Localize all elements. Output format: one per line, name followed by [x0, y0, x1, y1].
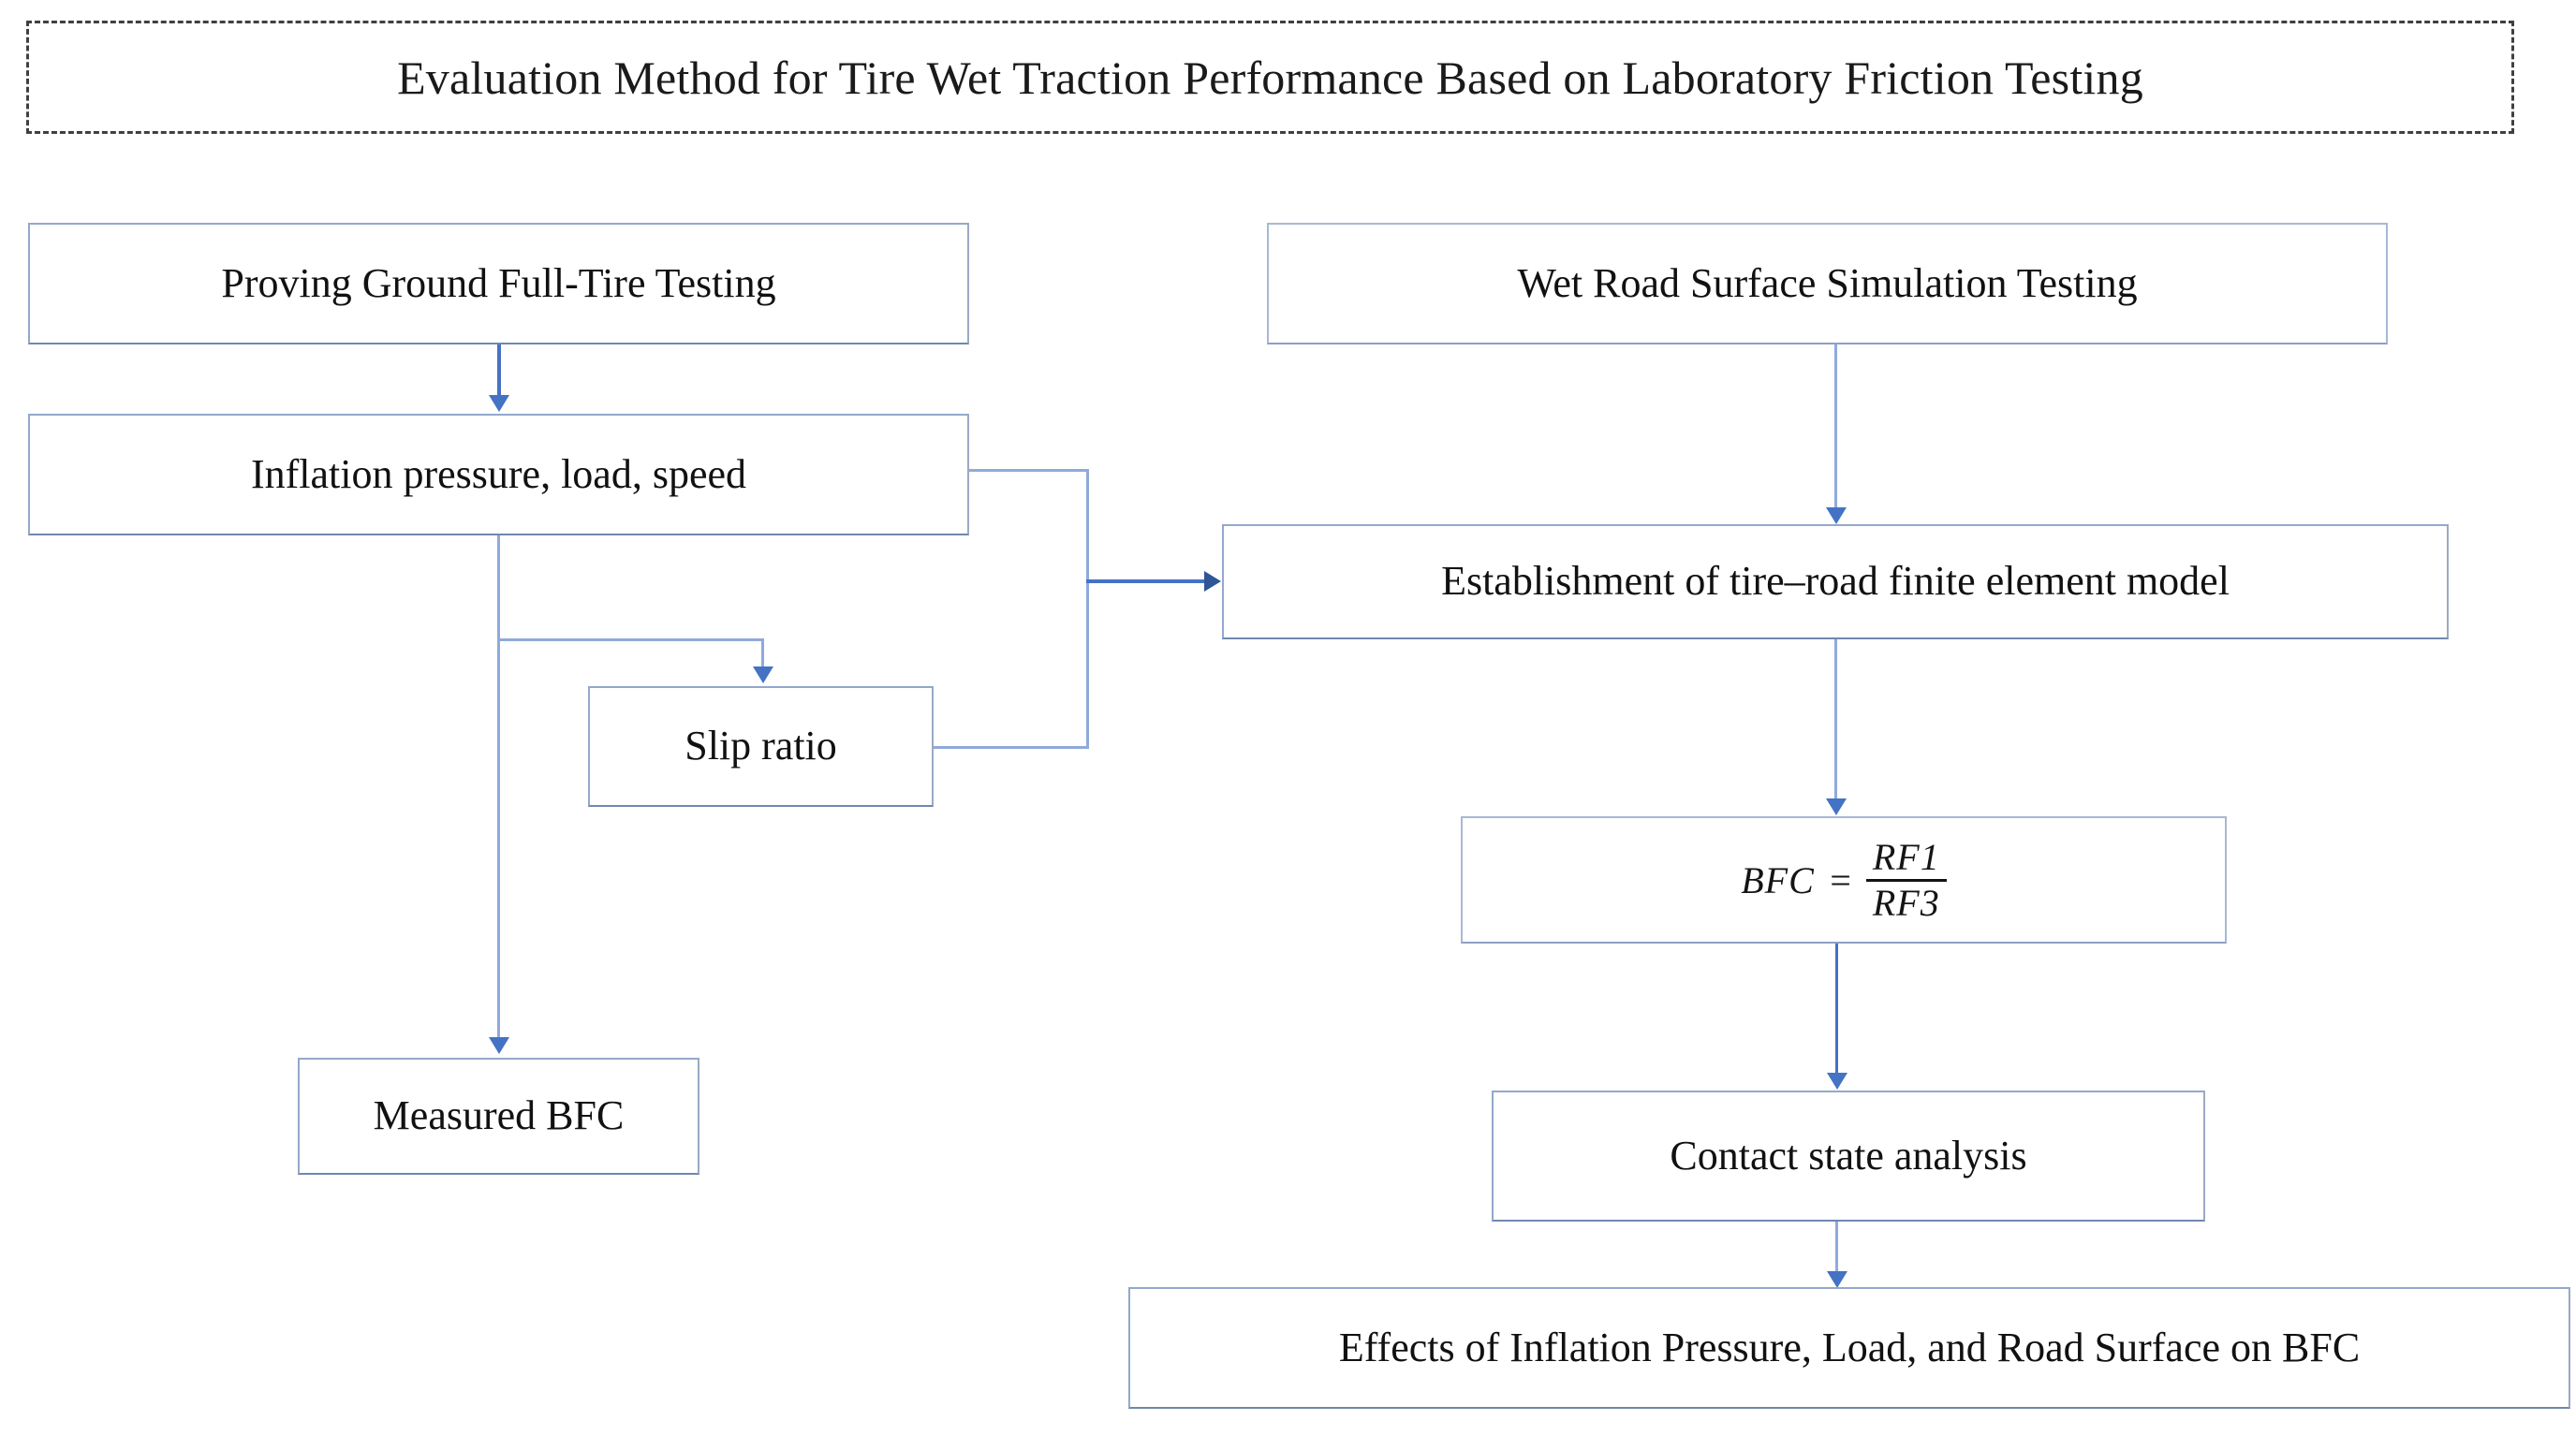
edge-inflation-to-slip-ratio-vertical [761, 638, 764, 668]
edge-inflation-to-trunk [969, 469, 1089, 472]
node-label: Contact state analysis [1670, 1132, 2027, 1179]
node-wet-road-surface-simulation-testing[interactable]: Wet Road Surface Simulation Testing [1267, 223, 2388, 344]
node-slip-ratio[interactable]: Slip ratio [588, 686, 934, 807]
formula-numerator: RF1 [1872, 835, 1940, 878]
node-label: Slip ratio [684, 723, 837, 769]
edge-inflation-to-slip-ratio-horizontal [497, 638, 764, 641]
diagram-title: Evaluation Method for Tire Wet Traction … [397, 51, 2143, 104]
bfc-equation: BFC = RF1 RF3 [1741, 835, 1947, 924]
formula-denominator: RF3 [1872, 881, 1940, 924]
formula-fraction: RF1 RF3 [1865, 835, 1947, 924]
arrowhead-measured-bfc-top [489, 1037, 509, 1054]
edge-bfc-formula-to-contact-state [1835, 944, 1838, 1075]
edge-trunk-to-fe-model [1086, 579, 1206, 583]
node-establishment-of-tire-road-finite-element-model[interactable]: Establishment of tire–road finite elemen… [1222, 524, 2449, 639]
edge-inflation-to-measured-bfc [497, 535, 500, 1039]
arrowhead-fe-model-top [1826, 507, 1847, 524]
node-effects-of-inflation-pressure-load-road-surface-on-bfc[interactable]: Effects of Inflation Pressure, Load, and… [1128, 1287, 2570, 1409]
node-label: Effects of Inflation Pressure, Load, and… [1338, 1324, 2361, 1370]
node-contact-state-analysis[interactable]: Contact state analysis [1492, 1091, 2205, 1222]
node-label: Establishment of tire–road finite elemen… [1441, 558, 2230, 605]
node-label: Proving Ground Full-Tire Testing [221, 259, 776, 306]
fraction-bar [1865, 878, 1947, 882]
formula-lhs: BFC [1741, 858, 1815, 901]
edge-wet-road-to-fe-model [1834, 344, 1837, 509]
node-inflation-pressure-load-speed[interactable]: Inflation pressure, load, speed [28, 414, 969, 535]
edge-contact-state-to-effects [1835, 1222, 1838, 1280]
node-label: Inflation pressure, load, speed [250, 450, 747, 497]
node-bfc-formula[interactable]: BFC = RF1 RF3 [1461, 816, 2227, 944]
formula-equals: = [1827, 858, 1853, 901]
arrowhead-effects-top [1827, 1271, 1847, 1288]
node-label: Wet Road Surface Simulation Testing [1517, 259, 2138, 306]
edge-fe-model-to-bfc-formula [1834, 639, 1837, 800]
diagram-title-banner: Evaluation Method for Tire Wet Traction … [26, 21, 2514, 134]
arrowhead-contact-state-top [1827, 1073, 1847, 1090]
edge-proving-ground-to-inflation [497, 344, 501, 397]
arrowhead-slip-ratio-top [753, 666, 773, 683]
node-proving-ground-full-tire-testing[interactable]: Proving Ground Full-Tire Testing [28, 223, 969, 344]
arrowhead-bfc-formula-top [1826, 798, 1847, 815]
node-measured-bfc[interactable]: Measured BFC [298, 1058, 699, 1175]
node-label: Measured BFC [373, 1092, 625, 1139]
arrowhead-inflation-top [489, 395, 509, 412]
arrowhead-fe-model-left [1204, 571, 1221, 592]
edge-slip-ratio-to-trunk [934, 746, 1089, 749]
edge-junction-trunk [1086, 469, 1089, 749]
